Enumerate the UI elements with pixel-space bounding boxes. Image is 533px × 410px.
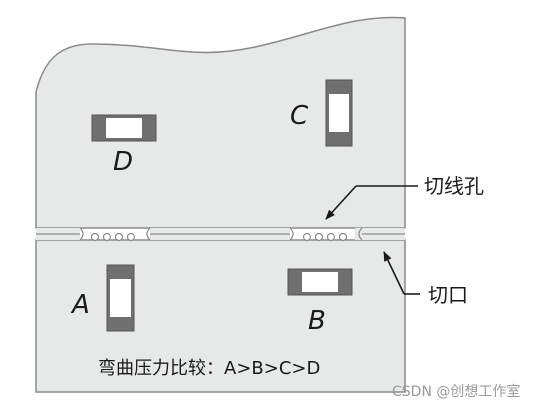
callout-notch-label: 切口	[428, 283, 468, 307]
component-a	[106, 264, 135, 332]
label-d: D	[113, 147, 133, 177]
perforation-hole	[114, 232, 124, 242]
watermark: CSDN @创想工作室	[392, 383, 520, 400]
bending-pressure-caption: 弯曲压力比较：A>B>C>D	[98, 358, 320, 379]
callout-cut-hole-label: 切线孔	[424, 174, 484, 198]
component-d	[91, 114, 157, 142]
callout-notch-arrow	[383, 251, 420, 295]
perforation-holes-right	[302, 232, 348, 242]
perforation-hole	[90, 232, 100, 242]
break-line	[36, 227, 405, 241]
label-a: A	[70, 290, 90, 320]
label-c: C	[290, 101, 309, 131]
perforation-hole	[326, 232, 336, 242]
label-b: B	[308, 306, 326, 336]
perforation-hole	[102, 232, 112, 242]
perforation-hole	[314, 232, 324, 242]
component-c	[325, 79, 353, 147]
perforation-holes-left	[90, 232, 136, 242]
callout-cut-hole-arrow	[325, 185, 418, 220]
perforation-hole	[126, 232, 136, 242]
perforation-hole	[338, 232, 348, 242]
component-b	[287, 268, 353, 296]
upper-board-panel	[35, 16, 406, 229]
perforation-hole	[302, 232, 312, 242]
